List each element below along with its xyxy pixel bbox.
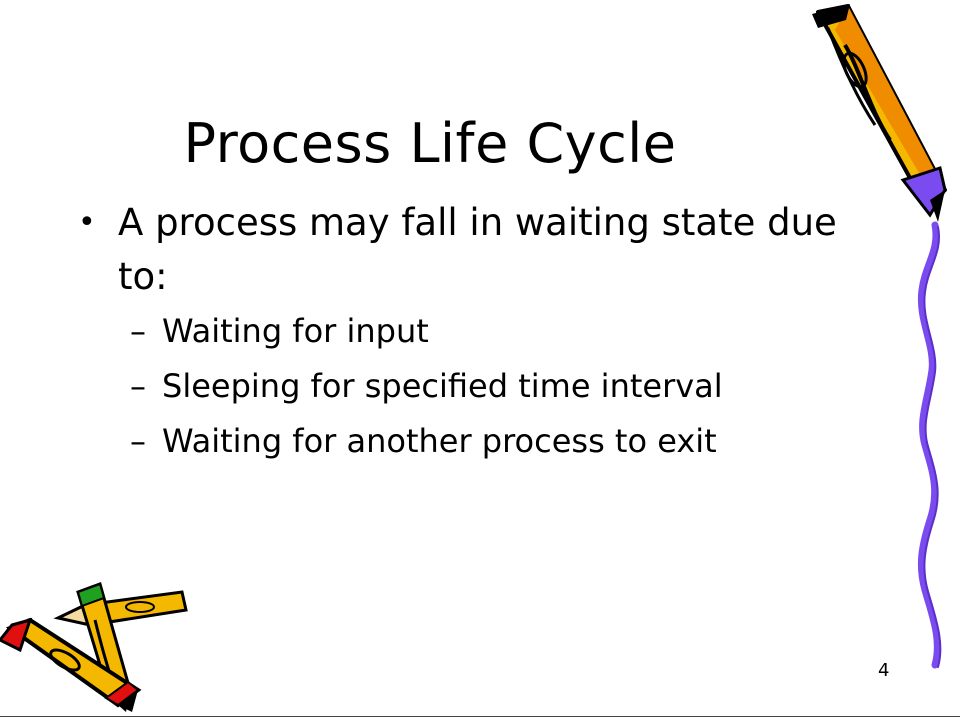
sub-bullet-item: – Waiting for another process to exit (130, 416, 830, 471)
sub-bullet-text: Sleeping for specified time interval (162, 367, 723, 405)
sub-bullet-item: – Sleeping for specified time interval (130, 361, 830, 416)
bullet-marker: • (78, 205, 96, 240)
sub-bullet-marker: – (130, 312, 146, 350)
bullet-text: A process may fall in waiting state due … (118, 201, 837, 298)
sub-bullet-text: Waiting for input (162, 312, 429, 350)
sub-bullet-list: – Waiting for input – Sleeping for speci… (130, 306, 830, 471)
sub-bullet-item: – Waiting for input (130, 306, 830, 361)
bottom-divider (0, 716, 960, 717)
sub-bullet-marker: – (130, 422, 146, 460)
slide-title: Process Life Cycle (183, 112, 677, 175)
page-number: 4 (878, 660, 890, 681)
sub-bullet-marker: – (130, 367, 146, 405)
sub-bullet-text: Waiting for another process to exit (162, 422, 717, 460)
